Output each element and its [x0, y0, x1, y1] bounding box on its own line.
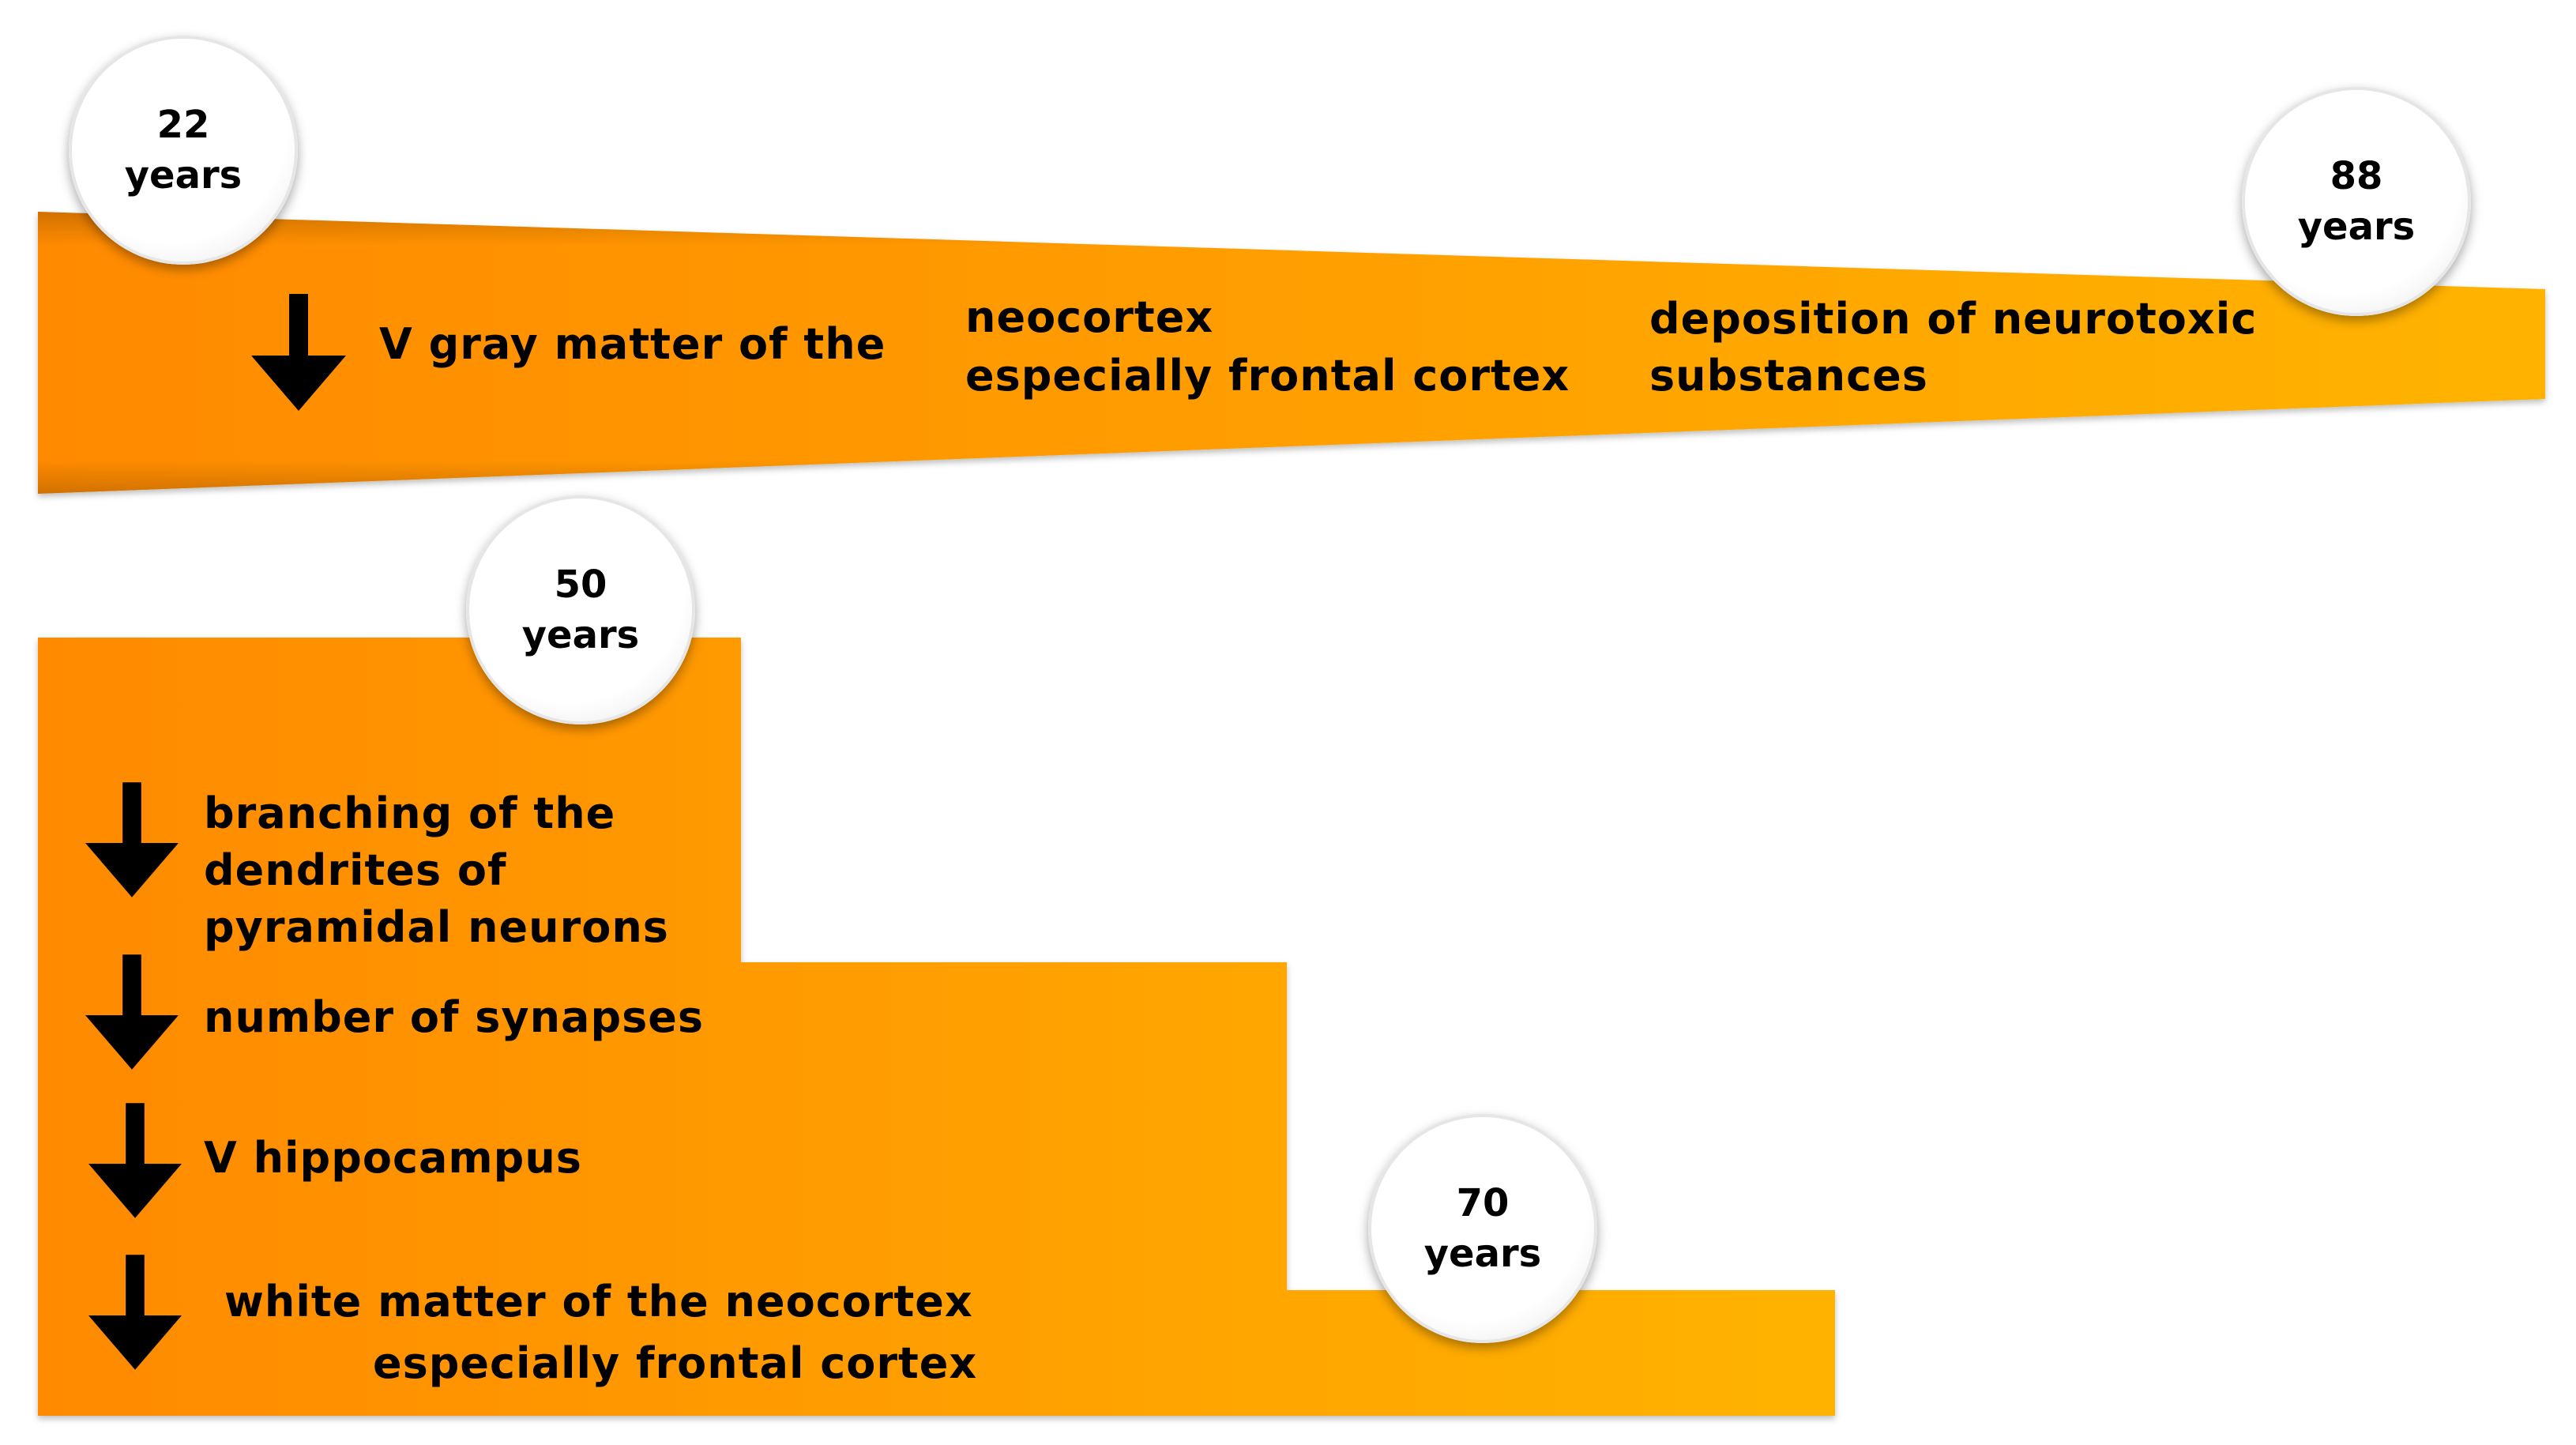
frontal-cortex-label: especially frontal cortex [965, 351, 1570, 401]
age-88-badge: 88 years [2242, 87, 2471, 316]
down-arrow-icon [88, 1255, 182, 1370]
white-matter-label-line2: especially frontal cortex [373, 1338, 978, 1388]
neocortex-label: neocortex [965, 292, 1214, 342]
down-arrow-icon [88, 1103, 182, 1218]
branching-label-line3: pyramidal neurons [204, 902, 669, 952]
branching-label-line1: branching of the [204, 788, 616, 838]
substances-label: substances [1649, 351, 1928, 401]
age-50-badge: 50 years [466, 495, 695, 724]
branching-label-line2: dendrites of [204, 845, 507, 895]
neurotoxic-label: deposition of neurotoxic [1649, 294, 2258, 344]
hippocampus-label: V hippocampus [204, 1133, 582, 1183]
age-22-value: 22 [156, 103, 210, 147]
age-70-unit: years [1423, 1232, 1542, 1276]
age-70-value: 70 [1456, 1181, 1510, 1225]
age-22-unit: years [124, 153, 243, 198]
gray-matter-label: V gray matter of the [379, 319, 886, 369]
age-70-badge: 70 years [1368, 1114, 1597, 1343]
age-22-badge: 22 years [69, 36, 298, 265]
down-arrow-icon [85, 782, 179, 897]
age-50-value: 50 [554, 563, 607, 607]
down-arrow-icon [85, 954, 179, 1070]
age-88-unit: years [2297, 205, 2416, 249]
synapses-label: number of synapses [204, 992, 705, 1042]
age-50-unit: years [521, 613, 640, 657]
down-arrow-icon [251, 294, 346, 411]
white-matter-label-line1: white matter of the neocortex [224, 1277, 973, 1326]
stepped-block [38, 638, 1835, 1416]
age-88-value: 88 [2330, 154, 2383, 198]
